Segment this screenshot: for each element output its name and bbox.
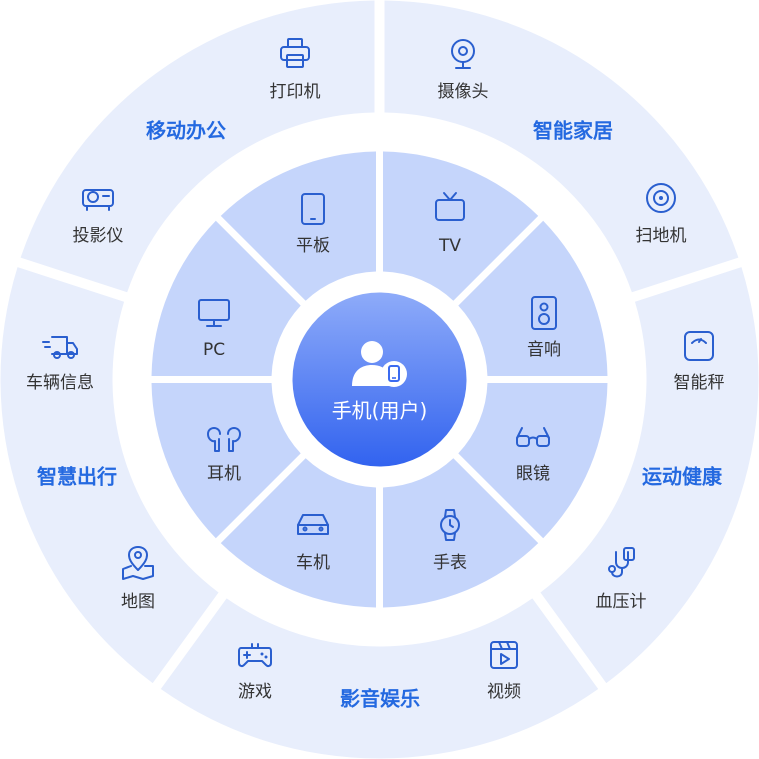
inner-segment-watch [382,458,539,608]
outer-segment-travel [0,267,219,684]
inner-label-glasses: 眼镜 [516,464,550,484]
outer-item-map[interactable]: 地图 [121,546,155,612]
projector-icon [82,189,114,211]
outer-label-projector: 投影仪 [73,226,124,246]
monitor-icon [198,299,230,327]
video-icon [490,641,518,669]
earbuds-icon [207,427,241,452]
inner-segment-tablet [220,151,377,301]
center-label: 手机(用户) [332,399,428,423]
inner-label-pc: PC [203,340,225,360]
outer-label-blood-pressure: 血压计 [596,592,647,612]
inner-label-car: 车机 [296,553,330,573]
gamepad-icon [238,643,272,668]
outer-item-game[interactable]: 游戏 [238,643,272,702]
inner-item-watch[interactable]: 手表 [433,509,467,573]
inner-item-speaker[interactable]: 音响 [527,296,561,360]
glasses-icon [516,427,550,447]
inner-segment-pc [151,220,301,377]
outer-segment-smart-home [384,0,739,293]
outer-segment-entertainment [160,598,599,759]
outer-label-map: 地图 [121,592,155,612]
stethoscope-icon [608,547,635,578]
outer-label-scale: 智能秤 [674,373,725,393]
inner-segment-earbuds [151,382,301,539]
outer-label-robot-vacuum: 扫地机 [636,226,687,246]
outer-label-video: 视频 [487,682,521,702]
inner-item-tablet[interactable]: 平板 [296,193,330,256]
map-icon [122,546,154,580]
truck-icon [42,336,78,359]
outer-item-scale[interactable]: 智能秤 [674,331,725,393]
inner-segment-glasses [458,382,608,539]
outer-item-projector[interactable]: 投影仪 [73,189,124,246]
outer-label-webcam: 摄像头 [438,82,489,102]
inner-item-tv[interactable]: TV [435,192,465,256]
inner-label-speaker: 音响 [527,340,561,360]
outer-item-video[interactable]: 视频 [487,641,521,702]
category-travel: 智慧出行 [37,465,117,489]
outer-item-webcam[interactable]: 摄像头 [438,39,489,102]
scale-icon [684,331,714,361]
printer-icon [280,38,310,68]
tv-icon [435,192,465,221]
inner-label-earbuds: 耳机 [207,464,241,484]
category-health: 运动健康 [642,465,723,489]
outer-segment-health [540,267,759,684]
outer-item-blood-pressure[interactable]: 血压计 [596,547,647,612]
inner-segment-tv [382,151,539,301]
outer-label-vehicle-info: 车辆信息 [26,373,94,393]
inner-label-watch: 手表 [433,553,467,573]
speaker-icon [531,296,557,330]
inner-item-earbuds[interactable]: 耳机 [207,427,241,484]
center-hub: 手机(用户) [292,292,467,467]
inner-item-car[interactable]: 车机 [296,514,330,573]
category-office: 移动办公 [146,119,226,143]
outer-label-game: 游戏 [238,682,272,702]
category-smart-home: 智能家居 [533,119,613,143]
webcam-icon [451,39,475,69]
inner-item-pc[interactable]: PC [198,299,230,360]
robot-vacuum-icon [646,183,676,213]
outer-label-printer: 打印机 [270,82,321,102]
inner-item-glasses[interactable]: 眼镜 [516,427,550,484]
outer-segment-office [20,0,375,293]
outer-item-robot-vacuum[interactable]: 扫地机 [636,183,687,246]
outer-item-printer[interactable]: 打印机 [270,38,321,102]
category-entertainment: 影音娱乐 [340,687,420,711]
car-icon [297,514,329,535]
inner-label-tv: TV [438,236,461,256]
outer-item-vehicle-info[interactable]: 车辆信息 [26,336,94,393]
watch-icon [440,509,460,541]
user-phone-icon [352,341,407,387]
inner-label-tablet: 平板 [296,236,330,256]
tablet-icon [301,193,325,225]
